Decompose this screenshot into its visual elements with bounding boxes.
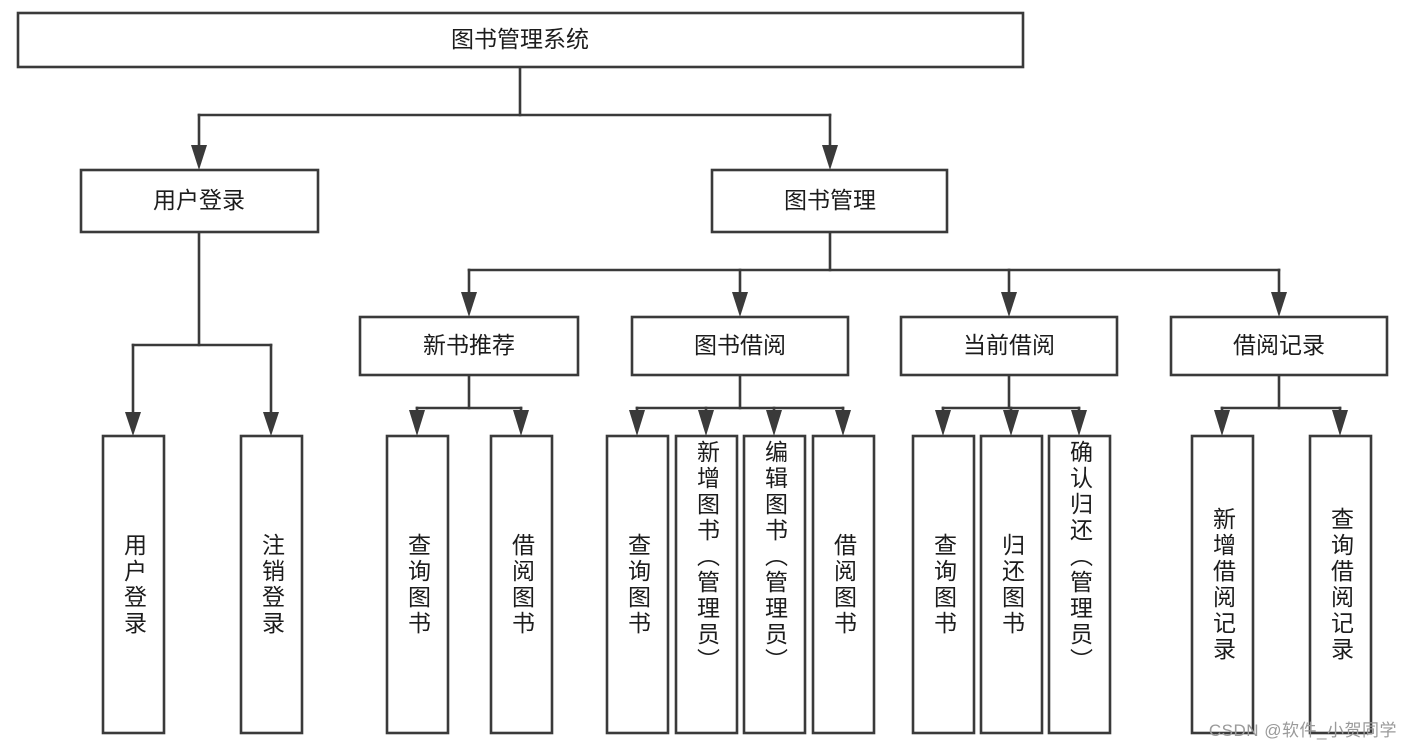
node-label: 新书推荐 <box>423 332 515 358</box>
arrow-head <box>935 410 951 436</box>
arrow-head <box>1332 410 1348 436</box>
node-box[interactable] <box>899 315 1119 377</box>
node-user-login[interactable]: 用户登录 <box>79 168 320 234</box>
node-root-label: 图书管理系统 <box>451 26 589 52</box>
arrow-head <box>1214 410 1230 436</box>
node-current-borrow[interactable]: 当前借阅 <box>899 315 1119 377</box>
arrow-head <box>629 410 645 436</box>
leaf-box-query-book-2[interactable] <box>605 434 670 735</box>
connector-books-to-level3 <box>461 230 1287 317</box>
arrow-head <box>732 292 748 317</box>
connector-login-to-leaves <box>125 230 279 436</box>
node-borrow-records[interactable]: 借阅记录 <box>1169 315 1389 377</box>
node-label: 借阅记录 <box>1233 332 1325 358</box>
node-label: 图书借阅 <box>694 332 786 358</box>
leaf-box-query-book-3[interactable] <box>911 434 976 735</box>
arrow-head <box>1071 410 1087 436</box>
node-box[interactable] <box>630 315 850 377</box>
arrow-head <box>822 145 838 170</box>
leaf-box-logout[interactable] <box>239 434 304 735</box>
connector-records-to-leaves <box>1214 373 1348 436</box>
csdn-watermark: CSDN @软件_小贺同学 <box>1208 721 1397 740</box>
leaf-box-return-book[interactable] <box>979 434 1044 735</box>
node-label: 图书管理 <box>784 187 876 213</box>
leaf-box-borrow-book-2[interactable] <box>811 434 876 735</box>
arrow-head <box>766 410 782 436</box>
node-root-box[interactable] <box>16 11 1025 69</box>
leaf-box-edit-book-admin[interactable] <box>742 434 807 735</box>
connector-root-to-level2 <box>191 65 838 170</box>
leaf-box-confirm-return-admin[interactable] <box>1047 434 1112 735</box>
arrow-head <box>1003 410 1019 436</box>
leaf-box-borrow-book-1[interactable] <box>489 434 554 735</box>
arrow-head <box>263 412 279 436</box>
leaf-box-add-book-admin[interactable] <box>674 434 739 735</box>
arrow-head <box>513 410 529 436</box>
leaf-box-query-borrow-record[interactable] <box>1308 434 1373 735</box>
arrow-head <box>409 410 425 436</box>
arrow-head <box>191 145 207 170</box>
leaf-box-query-book-1[interactable] <box>385 434 450 735</box>
arrow-head <box>1001 292 1017 317</box>
arrow-head <box>1271 292 1287 317</box>
node-book-borrow[interactable]: 图书借阅 <box>630 315 850 377</box>
node-box[interactable] <box>358 315 580 377</box>
node-book-management[interactable]: 图书管理 <box>710 168 949 234</box>
arrow-head <box>125 412 141 436</box>
connector-current-to-leaves <box>935 373 1087 436</box>
leaf-box-add-borrow-record[interactable] <box>1190 434 1255 735</box>
leaf-box-user-login[interactable] <box>101 434 166 735</box>
arrow-head <box>461 292 477 317</box>
arrow-head <box>698 410 714 436</box>
node-label: 当前借阅 <box>963 332 1055 358</box>
connector-borrow-to-leaves <box>629 373 851 436</box>
arrow-head <box>835 410 851 436</box>
node-box[interactable] <box>1169 315 1389 377</box>
connector-newbooks-to-leaves <box>409 373 529 436</box>
node-box[interactable] <box>710 168 949 234</box>
node-label: 用户登录 <box>153 187 245 213</box>
node-new-book-recommend[interactable]: 新书推荐 <box>358 315 580 377</box>
node-root[interactable]: 图书管理系统 <box>16 11 1025 69</box>
node-box[interactable] <box>79 168 320 234</box>
